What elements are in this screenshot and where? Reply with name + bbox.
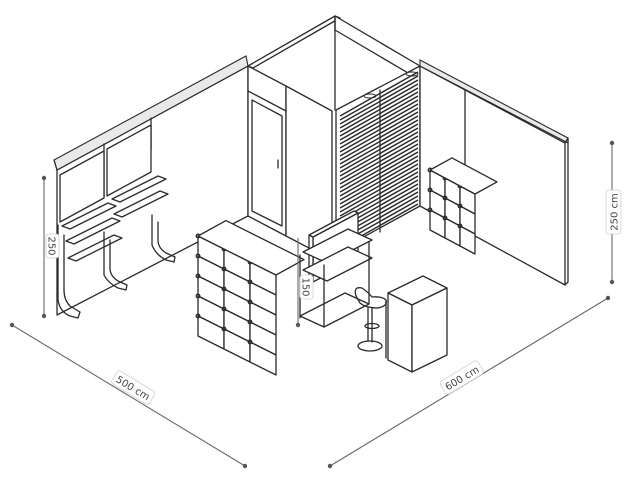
slat-line [339,119,419,165]
dimension-height-right: 250 cm [605,140,622,285]
dimension-side: 600 cm [327,295,611,469]
bar-stool [354,287,387,352]
slat-line [339,99,419,145]
slat-line [339,87,419,133]
slatwall [335,65,421,253]
slat-line [339,107,419,153]
left-height-label: 250 [46,236,57,255]
slat-line [339,95,419,141]
right-wall [419,59,569,286]
right-height-label: 250 cm [610,193,621,231]
cube-joint [247,319,253,325]
cube-joint [195,273,201,279]
cube-joint [442,215,448,221]
reception-desk [385,275,448,373]
slat-line [339,131,419,177]
cube-top [429,157,498,195]
slat-line [339,171,419,217]
cube-joint [427,187,433,193]
cube-joint [442,195,448,201]
slat-line [339,139,419,185]
info-counter [299,210,373,328]
storage-room [247,15,341,261]
slat-line [339,163,419,209]
slat-line [339,111,419,157]
slat-line [339,91,419,137]
slat-line [339,75,419,121]
slat-line [339,143,419,189]
cube-shelf-right [427,157,498,255]
counter-height-label: 150 [300,277,311,296]
slat-line [339,147,419,193]
cube-joint [195,253,201,259]
slat-line [339,155,419,201]
cube-top [197,219,305,276]
slat-line [339,135,419,181]
cube-joint [221,266,227,272]
cube-joint [427,207,433,213]
slat-line [339,151,419,197]
slat-line [339,167,419,213]
cube-joint [247,279,253,285]
cube-cell [249,341,277,376]
slat-line [339,115,419,161]
dimension-counter-height: 150 [295,238,314,328]
slat-line [339,127,419,173]
cube-joint [195,293,201,299]
dimension-height-left: 250 [41,175,60,319]
cube-joint [195,313,201,319]
dimension-front: 500 cm [9,322,248,469]
cube-joint [457,223,463,229]
left-shelving [57,175,176,319]
cube-cell [459,225,476,255]
slat-line [339,79,419,125]
cube-joint [247,299,253,305]
cube-joint [247,339,253,345]
slat-line [339,83,419,129]
cube-joint [221,306,227,312]
slat-line [339,103,419,149]
left-wall-panels [59,124,152,223]
cube-joint [221,286,227,292]
slat-line [339,71,419,117]
cube-joint [457,203,463,209]
slat-line [339,123,419,169]
cube-shelf-front [195,219,305,376]
cube-joint [221,326,227,332]
slat-line [339,159,419,205]
